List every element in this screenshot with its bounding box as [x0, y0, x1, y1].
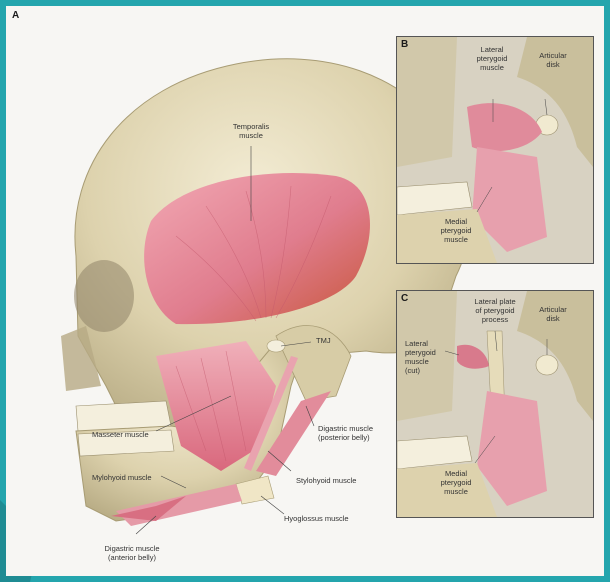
panel-c-illustration — [397, 291, 593, 517]
panel-c-inset: C Lateral plate of pterygoid process Art… — [396, 290, 594, 518]
masseter-label: Masseter muscle — [92, 430, 149, 439]
panel-c-letter: C — [401, 293, 408, 304]
c-lateral-pterygoid-cut-label: Lateral pterygoid muscle (cut) — [405, 339, 436, 375]
panel-b-inset: B Lateral pterygoid muscle Articular dis… — [396, 36, 594, 264]
digastric-posterior-label: Digastric muscle (posterior belly) — [318, 424, 373, 442]
c-articular-disk-label: Articular disk — [533, 305, 573, 323]
tmj-label: TMJ — [316, 336, 331, 345]
temporalis-label: Temporalis muscle — [221, 122, 281, 140]
b-lateral-pterygoid-label: Lateral pterygoid muscle — [467, 45, 517, 72]
b-articular-disk-label: Articular disk — [533, 51, 573, 69]
b-medial-pterygoid-label: Medial pterygoid muscle — [431, 217, 481, 244]
stylohyoid-label: Stylohyoid muscle — [296, 476, 356, 485]
mylohyoid-label: Mylohyoid muscle — [92, 473, 152, 482]
panel-b-letter: B — [401, 39, 408, 50]
hyoglossus-label: Hyoglossus muscle — [284, 514, 349, 523]
c-lateral-plate-label: Lateral plate of pterygoid process — [467, 297, 523, 324]
c-medial-pterygoid-label: Medial pterygoid muscle — [431, 469, 481, 496]
orbit — [74, 260, 134, 332]
figure-frame: A Temporalis muscle TMJ Masseter muscle … — [6, 6, 604, 576]
digastric-anterior-label: Digastric muscle (anterior belly) — [92, 544, 172, 562]
panel-a-letter: A — [12, 10, 19, 21]
